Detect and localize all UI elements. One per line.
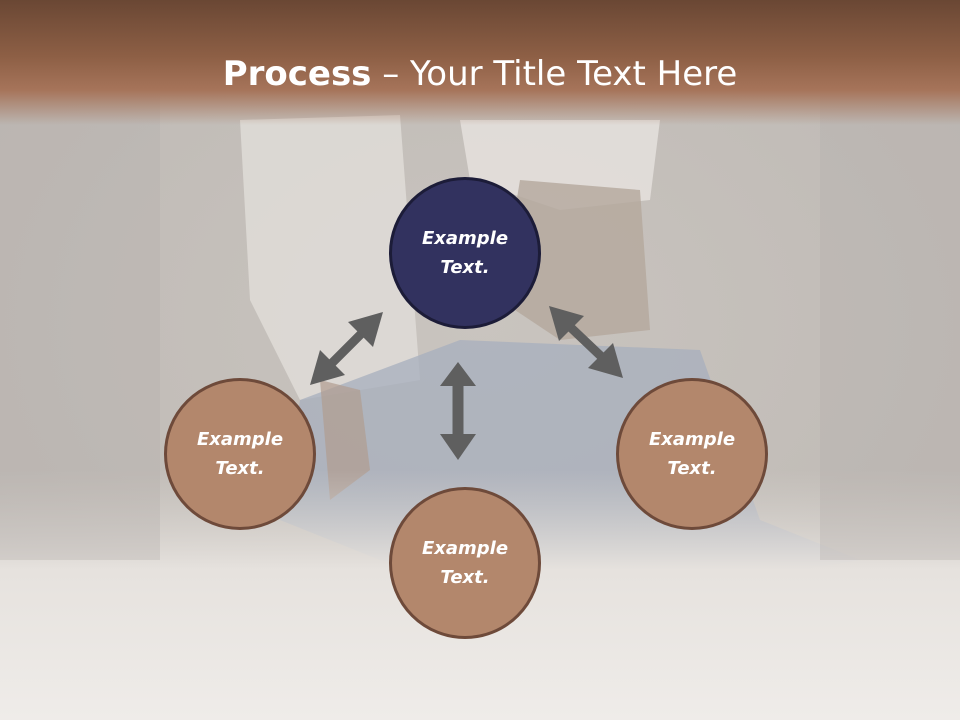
process-step-left: Example Text.	[164, 378, 316, 530]
title-bold: Process	[222, 54, 372, 94]
process-step-bottom: Example Text.	[389, 487, 541, 639]
process-step-right-label: Example Text.	[648, 429, 736, 479]
double-arrow-vertical	[440, 362, 476, 460]
double-arrow-top-right	[549, 306, 623, 378]
title-rest: – Your Title Text Here	[371, 54, 738, 94]
process-step-left-label: Example Text.	[196, 429, 284, 479]
process-step-right: Example Text.	[616, 378, 768, 530]
process-step-top-label: Example Text.	[421, 228, 509, 278]
process-step-top: Example Text.	[389, 177, 541, 329]
double-arrow-top-left	[310, 312, 383, 385]
title-bar	[0, 0, 960, 125]
slide-title: Process – Your Title Text Here	[0, 52, 960, 96]
process-step-bottom-label: Example Text.	[421, 538, 509, 588]
